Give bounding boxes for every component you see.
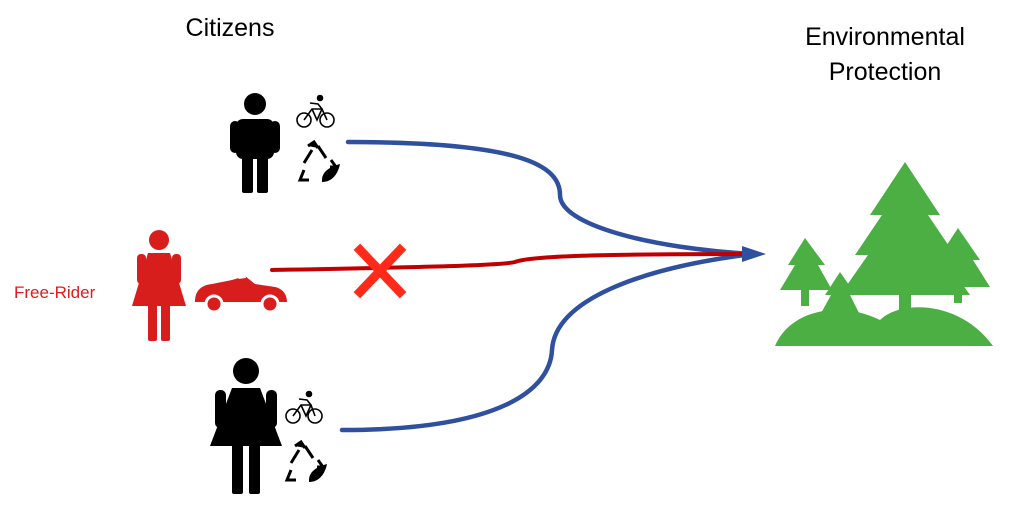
recycle-leaf-icon <box>297 139 340 182</box>
citizen-top-arrow-line <box>345 139 755 257</box>
recycle-leaf-icon-bottom <box>284 439 327 482</box>
env-title-line2: Protection <box>828 58 942 86</box>
env-title-line1: Environmental <box>805 23 965 51</box>
free-rider-woman-icon <box>132 230 186 341</box>
man-icon <box>230 93 280 193</box>
woman-icon <box>210 358 282 494</box>
environmental-protection-title: Environmental Protection <box>770 20 1000 90</box>
free-rider-label: Free-Rider <box>14 283 96 302</box>
citizens-title: Citizens <box>185 14 275 42</box>
bicycle-icon-bottom <box>285 390 323 424</box>
bicycle-icon <box>296 94 335 128</box>
forest-icon <box>775 162 993 346</box>
convertible-car-icon <box>195 272 287 314</box>
blocked-x-icon <box>353 243 407 299</box>
citizen-bottom-arrow-line <box>339 251 755 433</box>
arrowhead-icon <box>742 246 766 262</box>
